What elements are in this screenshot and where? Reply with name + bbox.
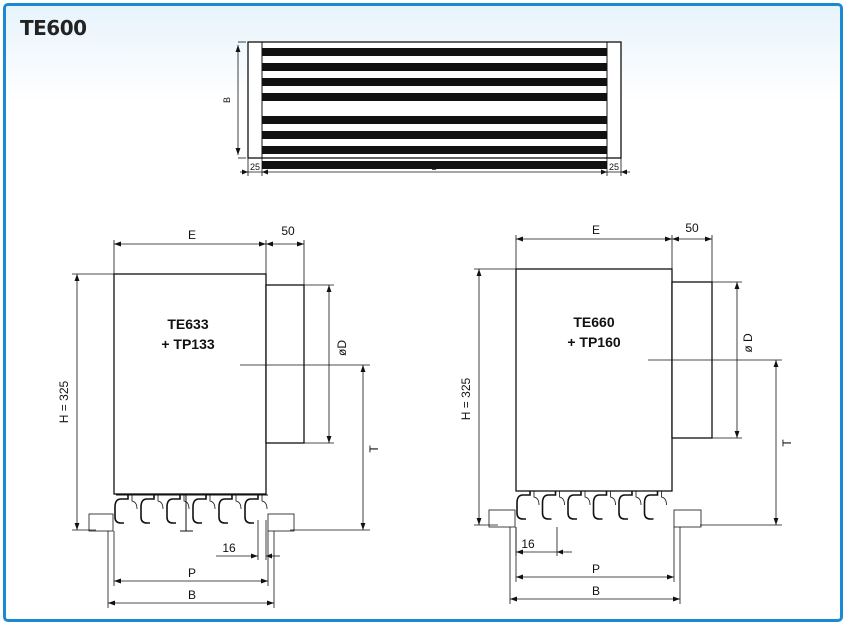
right-insulation-right bbox=[673, 509, 702, 528]
left-plenum-box bbox=[113, 273, 267, 495]
grille-fin bbox=[567, 491, 582, 520]
right-product-accessory: + TP160 bbox=[567, 334, 621, 350]
grille-slat bbox=[262, 146, 607, 154]
top-right-margin-label: 25 bbox=[609, 162, 619, 172]
right-height-label: H = 325 bbox=[459, 377, 473, 420]
left-grille-fins bbox=[114, 494, 268, 524]
left-p-label: P bbox=[188, 566, 196, 580]
grille-fin bbox=[218, 495, 233, 524]
right-collar-label: 50 bbox=[685, 221, 699, 235]
left-b-label: B bbox=[188, 588, 196, 602]
left-pitch-label: 16 bbox=[222, 541, 236, 555]
grille-fin-lip bbox=[533, 491, 540, 506]
page-title: TE600 bbox=[20, 16, 87, 40]
left-t-label: T bbox=[367, 445, 381, 453]
grille-fin-lip bbox=[157, 495, 164, 510]
top-height-label: B bbox=[222, 97, 232, 103]
grille-fin-lip bbox=[661, 491, 667, 506]
left-product-name: TE633 bbox=[167, 316, 208, 332]
right-diameter-label: ø D bbox=[741, 333, 755, 353]
grille-fin-lip bbox=[183, 495, 190, 510]
grille-fin bbox=[592, 491, 608, 520]
left-diameter-label: øD bbox=[335, 340, 349, 356]
grille-slat bbox=[262, 93, 607, 101]
right-pitch-label: 16 bbox=[521, 537, 535, 551]
grille-slat bbox=[262, 131, 607, 139]
right-plenum-box bbox=[515, 268, 673, 492]
grille-slat bbox=[262, 63, 607, 71]
grille-fin bbox=[192, 495, 207, 524]
grille-slats bbox=[262, 48, 607, 169]
left-collar-label: 50 bbox=[281, 224, 295, 238]
grille-fin bbox=[516, 491, 531, 520]
left-section-view: E 50 øD H = 325 T bbox=[57, 224, 381, 608]
right-insulation-left bbox=[488, 509, 516, 528]
grille-slat bbox=[262, 116, 607, 124]
grille-fin-lip bbox=[235, 495, 242, 510]
left-height-label: H = 325 bbox=[57, 380, 71, 423]
top-view: B 25 L 25 bbox=[222, 41, 630, 176]
grille-fin-lip bbox=[131, 495, 138, 510]
grille-fin-lip bbox=[635, 491, 642, 506]
top-left-margin-label: 25 bbox=[250, 162, 260, 172]
grille-slat bbox=[262, 161, 607, 169]
grille-fin-lip bbox=[584, 491, 591, 506]
right-t-label: T bbox=[780, 439, 794, 447]
left-e-label: E bbox=[188, 228, 196, 242]
right-b-label: B bbox=[592, 584, 600, 598]
grille-fin-lip bbox=[261, 495, 268, 510]
left-insulation-right bbox=[267, 513, 295, 532]
grille-slat bbox=[262, 78, 607, 86]
grille-slat bbox=[262, 48, 607, 56]
top-length-label: L bbox=[431, 162, 436, 172]
right-p-label: P bbox=[592, 562, 600, 576]
left-spigot bbox=[265, 284, 305, 444]
grille-fin bbox=[166, 495, 181, 524]
grille-fin bbox=[643, 491, 659, 520]
left-insulation-left bbox=[88, 513, 114, 532]
grille-fin-lip bbox=[559, 491, 565, 506]
grille-fin bbox=[140, 495, 155, 524]
grille-fin bbox=[541, 491, 557, 520]
right-product-name: TE660 bbox=[573, 314, 614, 330]
grille-fin-lip bbox=[610, 491, 616, 506]
right-e-label: E bbox=[592, 223, 600, 237]
grille-fin bbox=[244, 495, 259, 524]
grille-fin-lip bbox=[209, 495, 216, 510]
right-grille-fins bbox=[516, 490, 668, 520]
grille-fin bbox=[114, 495, 129, 524]
grille-fin bbox=[618, 491, 633, 520]
left-product-accessory: + TP133 bbox=[161, 336, 215, 352]
right-section-view: E 50 ø D H = 325 T bbox=[459, 221, 794, 604]
